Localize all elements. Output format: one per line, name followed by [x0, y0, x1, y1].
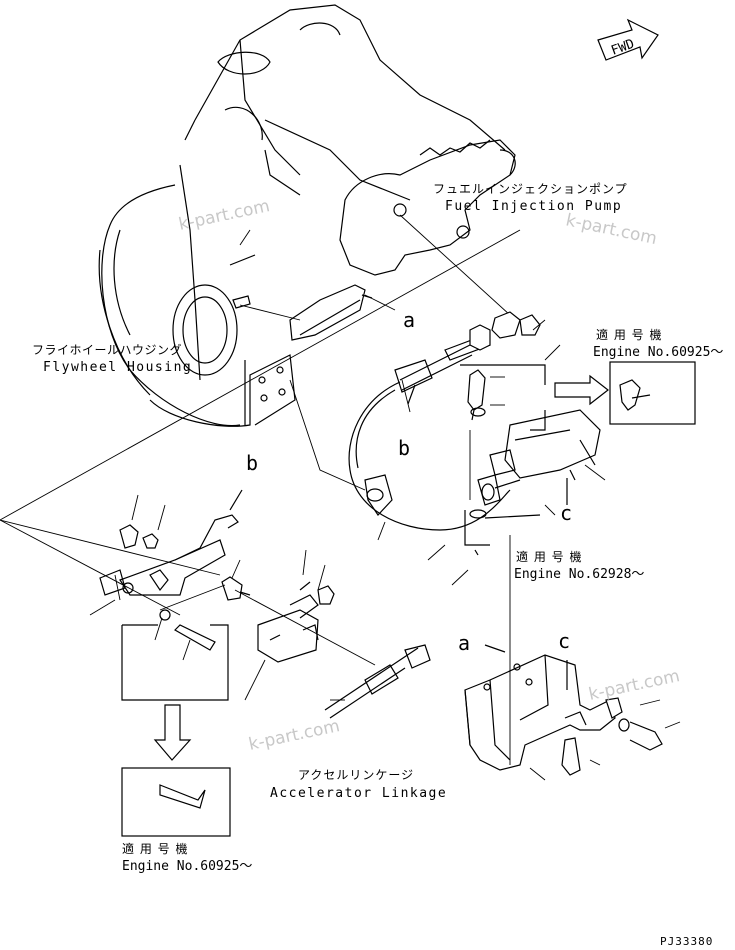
- drawing-number: PJ33380: [660, 935, 713, 948]
- cable-bracket: [257, 581, 335, 663]
- fuel-pump-en-label: Fuel Injection Pump: [445, 199, 622, 214]
- applicable-label-left: 適 用 号 機: [122, 841, 188, 856]
- flywheel-jp-label: フライホイールハウジング: [32, 343, 182, 357]
- accel-jp-label: アクセルリンケージ: [298, 768, 414, 782]
- mounting-bracket: [464, 654, 663, 776]
- ref-a-upper: a: [403, 308, 415, 332]
- engine-no-right: Engine No.60925〜: [593, 345, 723, 360]
- watermark-4: k-part.com: [247, 716, 342, 755]
- applicable-label-right: 適 用 号 機: [596, 327, 662, 342]
- leader-lines: [0, 214, 521, 765]
- bracket-upper: [460, 364, 601, 506]
- ref-a-lower: a: [458, 631, 470, 655]
- accel-en-label: Accelerator Linkage: [270, 786, 447, 801]
- accelerator-cable: [324, 644, 431, 719]
- ref-c-lower: c: [558, 629, 570, 653]
- fuel-pump-jp-label: フュエルインジェクションポンプ: [433, 182, 628, 196]
- ref-c-upper: c: [560, 501, 572, 525]
- flywheel-en-label: Flywheel Housing: [43, 360, 192, 375]
- ref-b-lower: b: [246, 451, 258, 475]
- engine-block: [98, 4, 506, 427]
- variant-box-right: [609, 361, 696, 425]
- callout-ticks: [89, 229, 681, 781]
- watermark-3: k-part.com: [587, 666, 682, 705]
- fuel-injection-pump: [339, 139, 516, 276]
- washer-box: [464, 509, 541, 556]
- fwd-label: FWD: [609, 37, 636, 59]
- variant-box-left: [121, 609, 231, 837]
- reference-arrows: [229, 294, 568, 690]
- watermark-2: k-part.com: [564, 210, 659, 249]
- ref-b-upper: b: [398, 436, 410, 460]
- applicable-label-middle: 適 用 号 機: [516, 549, 582, 564]
- upper-nuts: [469, 311, 541, 351]
- fwd-arrow-icon: FWD: [597, 18, 659, 61]
- arrow-right-icon: [554, 374, 609, 406]
- engine-no-left: Engine No.60925〜: [122, 859, 252, 874]
- engine-no-middle: Engine No.62928〜: [514, 567, 644, 582]
- watermark-1: k-part.com: [177, 196, 272, 235]
- throttle-cable: [348, 334, 511, 531]
- accelerator-lever: [99, 514, 251, 601]
